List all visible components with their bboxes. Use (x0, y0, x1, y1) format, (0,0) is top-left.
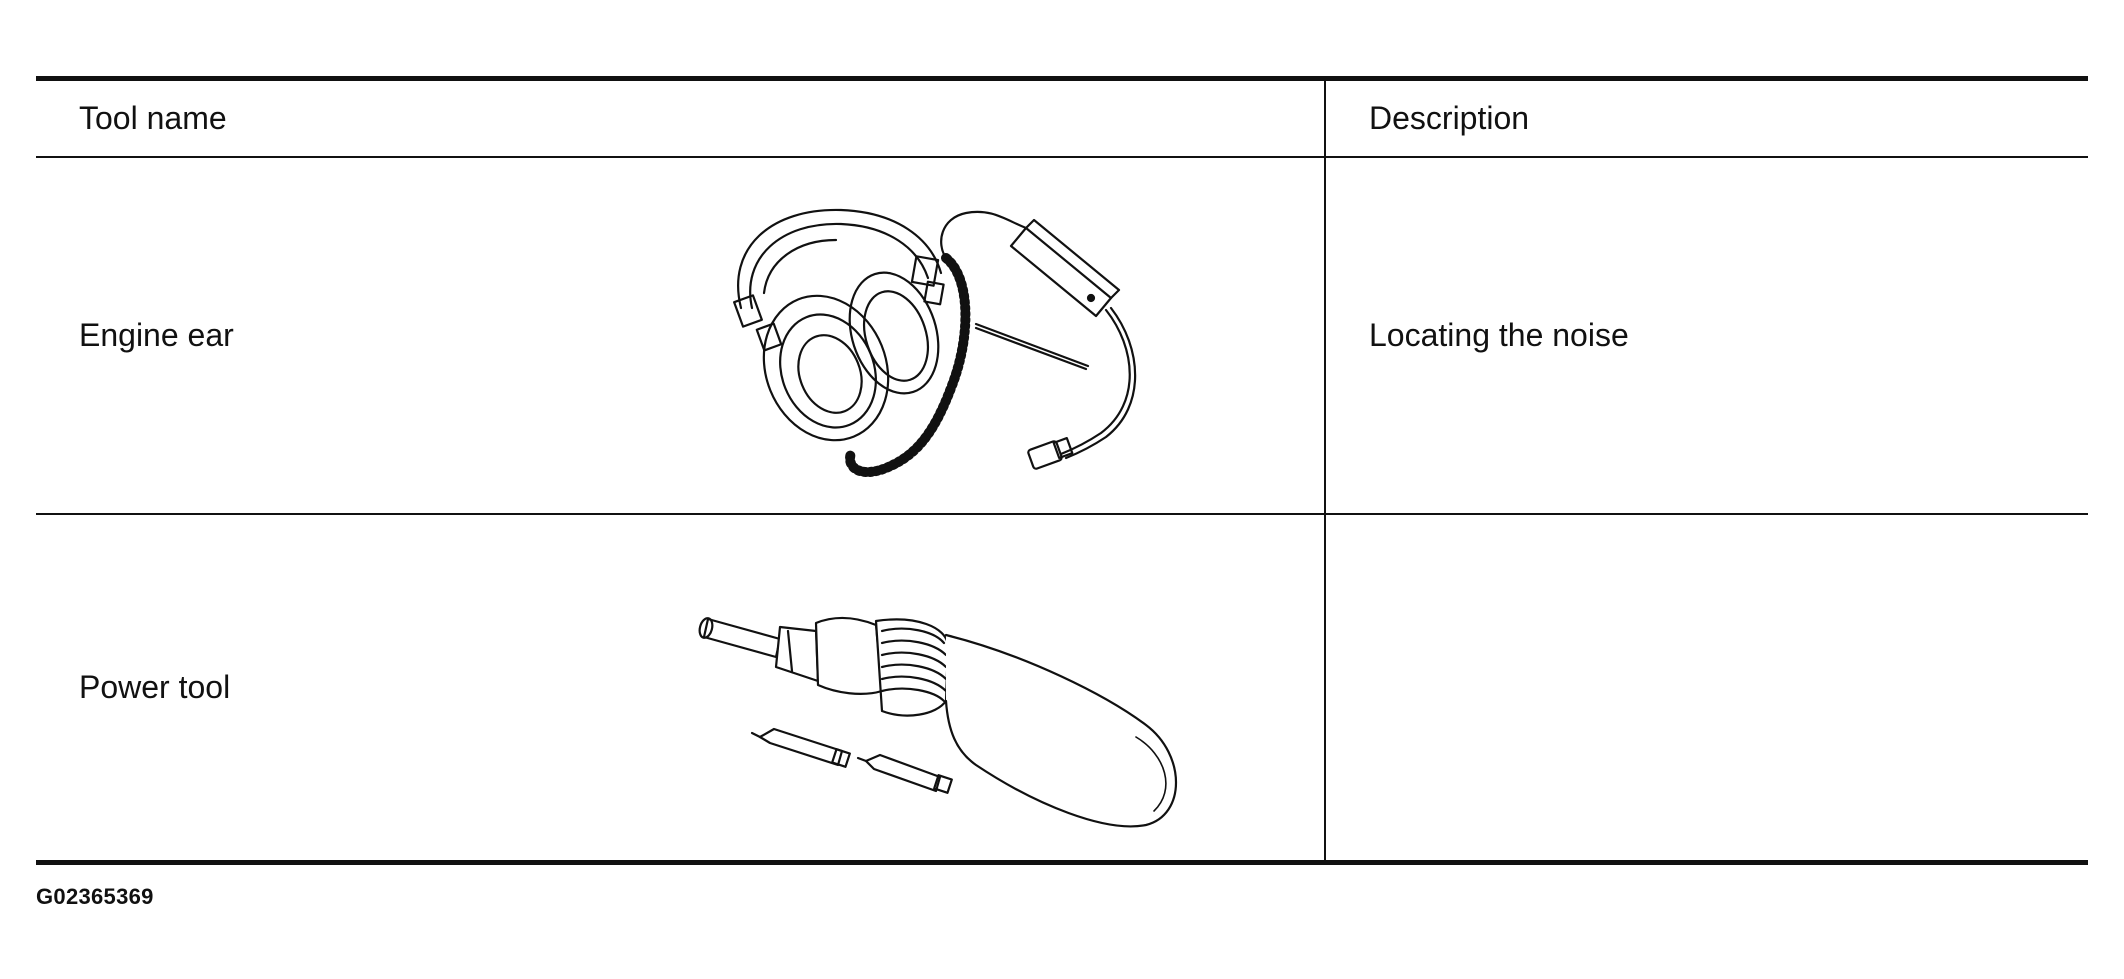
description-cell (1325, 514, 2088, 863)
description-text: Locating the noise (1369, 317, 1629, 353)
tool-name-cell: Engine ear (36, 157, 1326, 515)
tool-name-text: Engine ear (79, 317, 234, 353)
table-header-row: Tool name Description (36, 78, 2088, 158)
description-text (1326, 669, 1369, 705)
header-tool-name-label: Tool name (79, 100, 227, 136)
table-row: Power tool (36, 514, 2088, 863)
header-description-label: Description (1369, 100, 1530, 136)
tool-name-text: Power tool (79, 669, 231, 705)
header-description: Description (1325, 78, 2088, 158)
header-tool-name: Tool name (36, 78, 1326, 158)
figure-id: G02365369 (36, 884, 154, 909)
description-cell: Locating the noise (1325, 157, 2088, 515)
table-row: Engine ear (36, 157, 2088, 515)
tool-name-cell: Power tool (36, 514, 1326, 863)
tool-table: Tool name Description Engine ear (36, 76, 2088, 865)
